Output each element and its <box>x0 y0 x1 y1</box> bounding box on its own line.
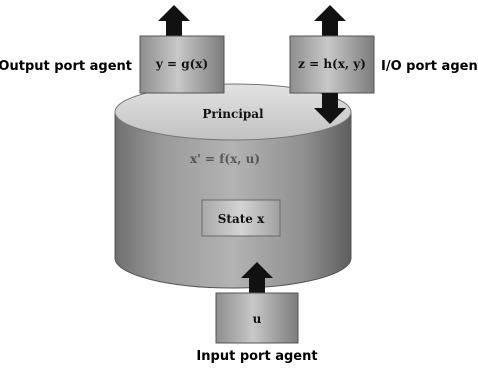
output-agent-label: Output port agent <box>0 59 132 74</box>
input-agent-label: Input port agent <box>196 349 317 364</box>
output-port-agent: y = g(x) Output port agent <box>0 5 225 94</box>
io-up-arrow <box>314 5 346 36</box>
io-agent-box <box>289 35 375 94</box>
io-agent-label: I/O port agent <box>381 59 478 74</box>
io-agent-formula: z = h(x, y) <box>298 57 366 71</box>
state-label: State x <box>218 212 265 226</box>
principal-label: Principal <box>202 107 264 121</box>
output-agent-formula: y = g(x) <box>155 57 208 71</box>
input-agent-formula: u <box>253 312 262 326</box>
input-agent-box <box>215 292 299 344</box>
io-down-arrow <box>314 93 346 124</box>
output-agent-box <box>139 35 225 94</box>
transition-function-label: x' = f(x, u) <box>190 152 260 166</box>
input-port-agent: u Input port agent <box>196 262 318 364</box>
principal-cylinder: Principal x' = f(x, u) <box>114 83 352 289</box>
io-port-agent: z = h(x, y) I/O port agent <box>289 5 478 124</box>
state-box: State x <box>201 199 281 237</box>
output-up-arrow <box>158 5 190 36</box>
input-up-arrow <box>241 262 273 293</box>
